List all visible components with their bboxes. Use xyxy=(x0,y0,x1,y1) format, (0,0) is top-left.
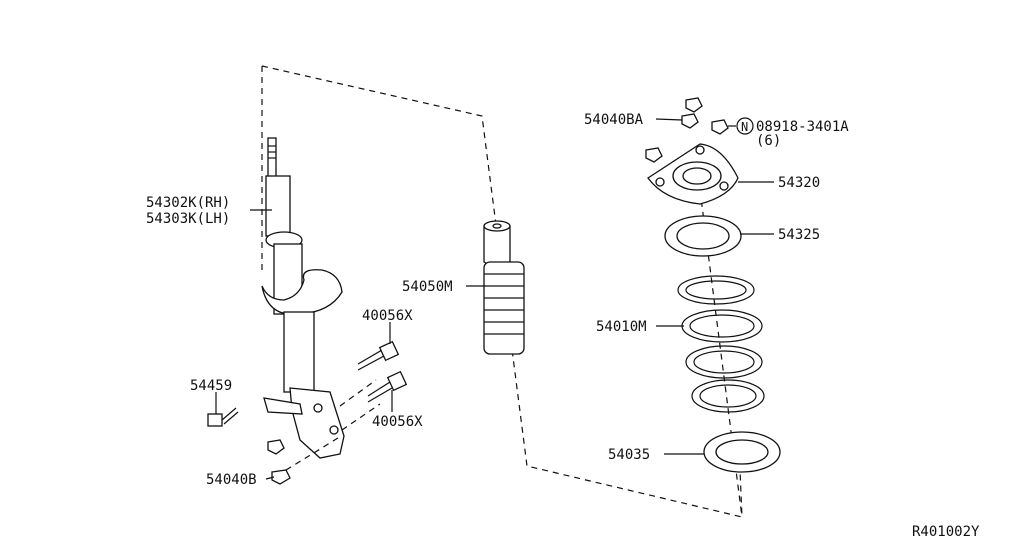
nut-08918-3401a xyxy=(645,119,729,163)
label-bolt-upper: 40056X xyxy=(362,308,413,324)
n-circle-icon xyxy=(736,117,754,135)
label-nut-std: 08918-3401A xyxy=(756,119,849,135)
assembly-outline xyxy=(261,65,743,518)
bolt-40056x-lower xyxy=(367,370,408,403)
strut-mount-54320 xyxy=(647,143,739,205)
label-mount: 54320 xyxy=(778,175,820,191)
bound-bumper xyxy=(483,220,525,355)
label-bearing: 54325 xyxy=(778,227,820,243)
label-nut-std-qty: (6) xyxy=(756,133,781,149)
label-strut-lh: 54303K(LH) xyxy=(146,211,230,227)
strut-knuckle-bracket xyxy=(289,387,345,459)
leader-top-nut xyxy=(655,118,683,121)
nut-54040b xyxy=(271,469,291,485)
label-strut-rh: 54302K(RH) xyxy=(146,195,230,211)
strut-assembly xyxy=(261,137,345,459)
label-nut-lower: 54040B xyxy=(206,472,257,488)
coil-spring-54010m xyxy=(677,275,765,413)
label-bolt-lower: 40056X xyxy=(372,414,423,430)
spring-seat-54035 xyxy=(703,431,781,473)
strut-lower-tube xyxy=(283,311,315,393)
label-nut-std-n: N xyxy=(741,120,748,134)
label-top-nut: 54040BA xyxy=(584,112,644,128)
label-spring: 54010M xyxy=(596,319,647,335)
label-bumper: 54050M xyxy=(402,279,453,295)
label-seat: 54035 xyxy=(608,447,650,463)
bolt-40056x-upper xyxy=(357,340,400,371)
strut-upper-body xyxy=(265,175,291,237)
top-nut-54040ba xyxy=(681,97,703,129)
bearing-54325 xyxy=(664,215,742,257)
label-ref: R401002Y xyxy=(912,524,980,540)
bolt-54459 xyxy=(207,407,239,427)
hose-bracket xyxy=(263,397,303,415)
nut-upper xyxy=(267,439,285,455)
label-bolt-small: 54459 xyxy=(190,378,232,394)
leader-nut-lower xyxy=(265,476,275,480)
